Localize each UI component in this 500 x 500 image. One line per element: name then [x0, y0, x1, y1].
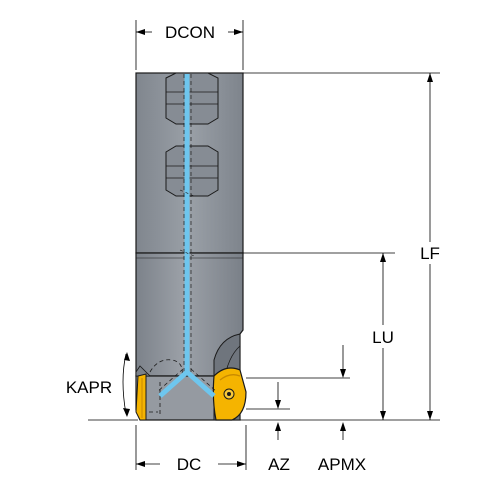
label-dcon: DCON [165, 23, 215, 42]
right-insert [212, 367, 247, 421]
label-kapr: KAPR [66, 378, 112, 397]
label-lu: LU [372, 328, 394, 347]
dimension-lines [88, 20, 440, 470]
label-az: AZ [268, 455, 290, 474]
label-lf: LF [420, 244, 440, 263]
label-dc: DC [177, 455, 202, 474]
coolant-channels [156, 74, 218, 398]
left-insert [135, 373, 147, 421]
label-apmx: APMX [318, 455, 366, 474]
